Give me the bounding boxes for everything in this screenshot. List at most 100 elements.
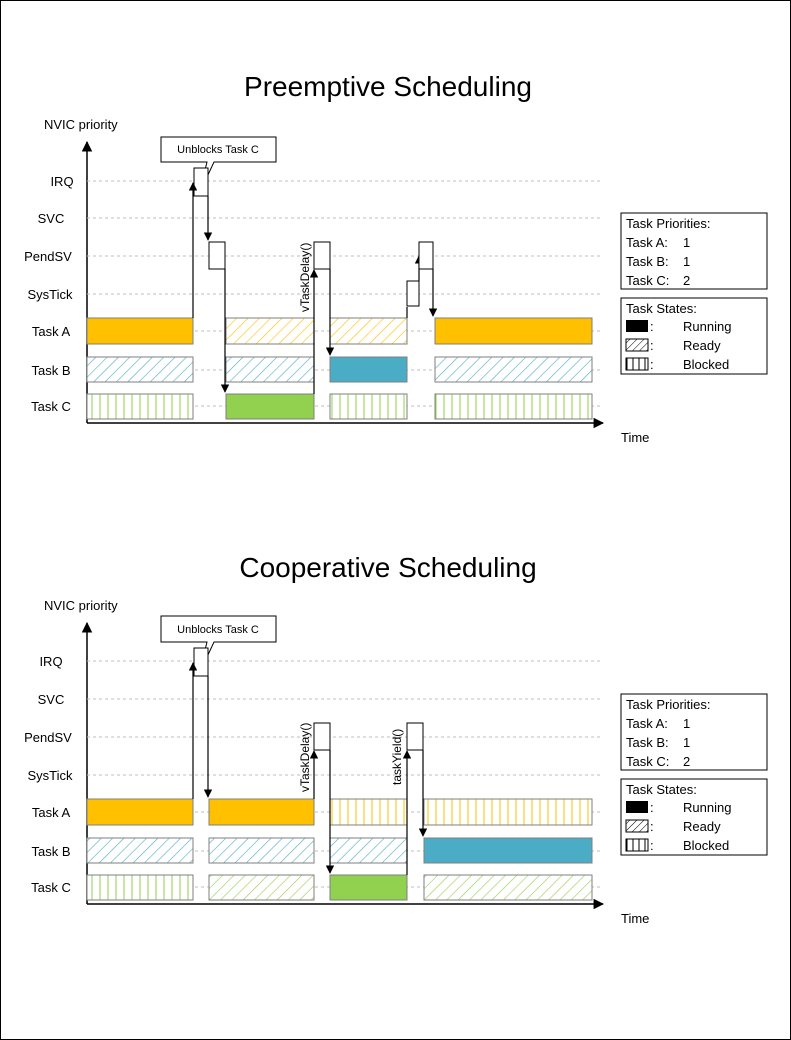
task-a-ready-bar bbox=[225, 317, 315, 345]
task-a-running-bar bbox=[208, 798, 315, 826]
task-c-ready-bar bbox=[208, 874, 315, 901]
priority-value: 1 bbox=[683, 735, 690, 750]
task-a-running-bar bbox=[86, 798, 194, 826]
legend-blocked-label: Blocked bbox=[683, 838, 729, 853]
priority-value: 1 bbox=[683, 716, 690, 731]
preemptive-callout: Unblocks Task C bbox=[160, 136, 277, 195]
legend-blocked-label: Blocked bbox=[683, 357, 729, 372]
preemptive-section: Preemptive Scheduling NVIC priority Time… bbox=[24, 71, 768, 445]
legend-ready-label: Ready bbox=[683, 338, 721, 353]
priority-value: 1 bbox=[683, 254, 690, 269]
row-label-task-a: Task A bbox=[32, 324, 71, 339]
legend-ready-label: Ready bbox=[683, 819, 721, 834]
cooperative-section: Cooperative Scheduling NVIC priority Tim… bbox=[24, 552, 768, 926]
priority-label: Task A: bbox=[626, 716, 668, 731]
row-label-svc: SVC bbox=[38, 692, 65, 707]
legend-sep: : bbox=[650, 838, 654, 853]
priority-value: 1 bbox=[683, 235, 690, 250]
legend-running-label: Running bbox=[683, 800, 731, 815]
irq-handler-box bbox=[193, 167, 209, 197]
priority-label: Task C: bbox=[626, 273, 669, 288]
row-label-pendsv: PendSV bbox=[24, 730, 72, 745]
task-b-running-bar bbox=[423, 837, 593, 864]
priority-label: Task C: bbox=[626, 754, 669, 769]
task-a-blocked-bar bbox=[329, 798, 408, 826]
legend-running-label: Running bbox=[683, 319, 731, 334]
task-b-ready-bar bbox=[434, 356, 593, 383]
row-label-systick: SysTick bbox=[27, 287, 73, 302]
pendsv-handler-box bbox=[406, 722, 424, 751]
legend-sep: : bbox=[650, 319, 654, 334]
task-c-blocked-bar bbox=[434, 393, 593, 420]
task-b-running-bar bbox=[329, 356, 408, 383]
row-label-task-c: Task C bbox=[31, 880, 71, 895]
blocked-swatch bbox=[625, 838, 649, 852]
annotation-vtaskdelay: vTaskDelay() bbox=[298, 243, 312, 312]
task-a-blocked-bar bbox=[423, 798, 593, 826]
legend-sep: : bbox=[650, 357, 654, 372]
cooperative-y-axis-label: NVIC priority bbox=[44, 598, 118, 613]
blocked-swatch bbox=[625, 357, 649, 371]
running-swatch bbox=[626, 320, 648, 332]
ready-swatch bbox=[625, 819, 649, 833]
row-label-svc: SVC bbox=[38, 211, 65, 226]
ready-swatch bbox=[625, 338, 649, 352]
states-title: Task States: bbox=[626, 301, 697, 316]
legend-sep: : bbox=[650, 338, 654, 353]
annotation-taskyield: taskYield() bbox=[390, 729, 404, 785]
legend-sep: : bbox=[650, 819, 654, 834]
preemptive-title: Preemptive Scheduling bbox=[244, 71, 532, 102]
task-c-ready-bar bbox=[423, 874, 593, 901]
task-c-running-bar bbox=[329, 874, 408, 901]
callout-text: Unblocks Task C bbox=[177, 624, 259, 636]
systick-handler-box bbox=[406, 280, 420, 307]
task-c-blocked-bar bbox=[86, 874, 194, 901]
task-c-blocked-bar bbox=[329, 393, 408, 420]
task-a-running-bar bbox=[86, 317, 194, 345]
task-a-running-bar bbox=[434, 317, 593, 345]
preemptive-y-axis-label: NVIC priority bbox=[44, 117, 118, 132]
preemptive-states-legend: Task States: : Running : Ready : Blocked bbox=[620, 297, 768, 375]
irq-handler-box bbox=[193, 647, 209, 677]
cooperative-priorities-legend: Task Priorities: Task A: 1 Task B: 1 Tas… bbox=[620, 693, 768, 771]
priority-label: Task B: bbox=[626, 735, 669, 750]
task-b-ready-bar bbox=[86, 837, 194, 864]
row-label-irq: IRQ bbox=[39, 654, 62, 669]
states-title: Task States: bbox=[626, 782, 697, 797]
callout-text: Unblocks Task C bbox=[177, 144, 259, 156]
pendsv-handler-box bbox=[208, 241, 226, 270]
priorities-title: Task Priorities: bbox=[626, 697, 711, 712]
task-a-ready-bar bbox=[329, 317, 408, 345]
running-swatch bbox=[626, 801, 648, 813]
row-label-pendsv: PendSV bbox=[24, 249, 72, 264]
priority-label: Task B: bbox=[626, 254, 669, 269]
priority-label: Task A: bbox=[626, 235, 668, 250]
priorities-title: Task Priorities: bbox=[626, 216, 711, 231]
row-label-systick: SysTick bbox=[27, 768, 73, 783]
row-label-task-c: Task C bbox=[31, 399, 71, 414]
task-b-ready-bar bbox=[208, 837, 315, 864]
row-label-irq: IRQ bbox=[50, 174, 73, 189]
preemptive-x-axis-label: Time bbox=[621, 430, 649, 445]
task-c-running-bar bbox=[225, 393, 315, 420]
pendsv-handler-box bbox=[418, 241, 434, 270]
cooperative-states-legend: Task States: : Running : Ready : Blocked bbox=[620, 778, 768, 856]
legend-sep: : bbox=[650, 800, 654, 815]
row-label-task-a: Task A bbox=[32, 805, 71, 820]
preemptive-priorities-legend: Task Priorities: Task A: 1 Task B: 1 Tas… bbox=[620, 212, 768, 290]
cooperative-title: Cooperative Scheduling bbox=[239, 552, 536, 583]
row-label-task-b: Task B bbox=[31, 844, 70, 859]
task-b-ready-bar bbox=[86, 356, 194, 383]
priority-value: 2 bbox=[683, 754, 690, 769]
cooperative-x-axis-label: Time bbox=[621, 911, 649, 926]
annotation-vtaskdelay: vTaskDelay() bbox=[298, 723, 312, 792]
pendsv-handler-box bbox=[313, 241, 331, 270]
cooperative-callout: Unblocks Task C bbox=[160, 615, 277, 675]
pendsv-handler-box bbox=[313, 722, 331, 751]
priority-value: 2 bbox=[683, 273, 690, 288]
row-label-task-b: Task B bbox=[31, 363, 70, 378]
task-c-blocked-bar bbox=[86, 393, 194, 420]
task-b-ready-bar bbox=[225, 356, 315, 383]
